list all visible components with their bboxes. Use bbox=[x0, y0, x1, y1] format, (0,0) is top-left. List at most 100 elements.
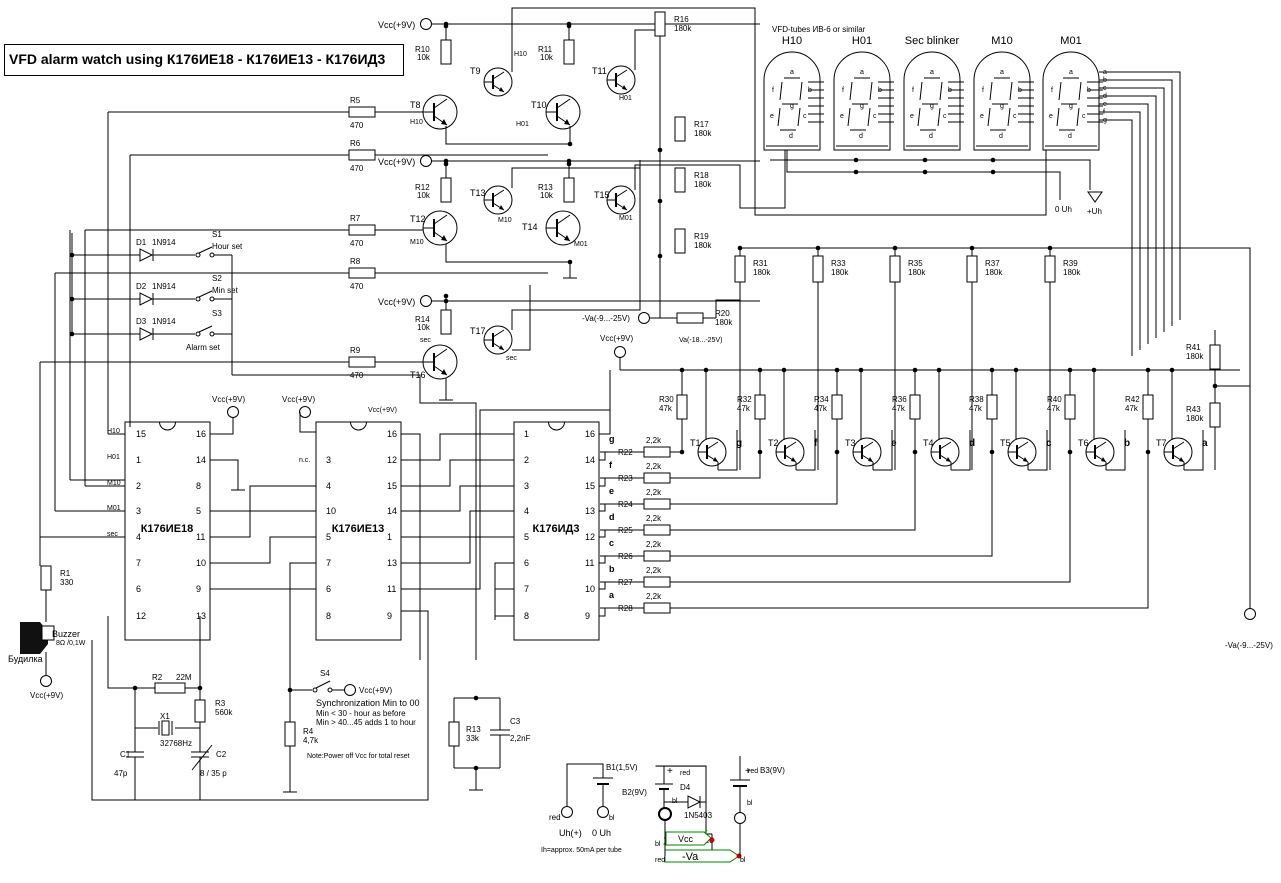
pin-number: 1 bbox=[136, 455, 141, 465]
osc-r2 bbox=[154, 682, 186, 694]
tube-m01-glass bbox=[1042, 51, 1100, 151]
junction-dot bbox=[781, 367, 787, 373]
diode-type: 1N914 bbox=[152, 317, 176, 326]
grid-link-m10 bbox=[511, 167, 640, 188]
ground-bus bbox=[91, 610, 429, 801]
series-resistor-value: 2,2k bbox=[646, 566, 662, 575]
wire bbox=[796, 430, 816, 471]
transistor-label: T15 bbox=[594, 190, 610, 200]
junction-dot bbox=[922, 169, 928, 175]
pin-number: 7 bbox=[136, 558, 141, 568]
seg-bias-value: 47k bbox=[1125, 404, 1139, 413]
series-resistor-value: 2,2k bbox=[646, 436, 662, 445]
seg-label: f bbox=[842, 87, 844, 94]
transistor-tag: sec bbox=[506, 355, 517, 362]
buzzer-r1-value: 330 bbox=[60, 578, 74, 587]
switch-s4 bbox=[315, 680, 331, 689]
base-resistor-r5 bbox=[348, 106, 376, 118]
pin-number: 14 bbox=[387, 506, 397, 516]
junction-dot bbox=[853, 169, 859, 175]
seg-driver-label: T3 bbox=[845, 438, 856, 448]
base-resistor-ref: R5 bbox=[350, 96, 361, 105]
transistor-t16-collector bbox=[433, 348, 448, 359]
uh-arrow bbox=[1087, 191, 1103, 203]
diode-type: 1N914 bbox=[152, 282, 176, 291]
junction-dot bbox=[443, 158, 449, 164]
seg-bias-ref: R38 bbox=[969, 395, 984, 404]
seg-driver-t5-arrow bbox=[1023, 457, 1028, 462]
switch-contact bbox=[195, 296, 201, 302]
b2-terminal bbox=[658, 807, 672, 821]
wire bbox=[401, 433, 514, 461]
ie18-signal-label: M10 bbox=[107, 480, 121, 487]
vcc-label: Vcc(+9V) bbox=[30, 691, 63, 700]
segment-bus-d bbox=[1099, 95, 1157, 338]
wire bbox=[1106, 430, 1126, 471]
osc-c1-ref: C1 bbox=[120, 750, 131, 759]
emitter-wire bbox=[445, 126, 571, 145]
wire bbox=[873, 430, 893, 471]
va-label: -Va(-9...-25V) bbox=[582, 314, 630, 323]
junction-dot bbox=[990, 157, 996, 163]
seg-label: c bbox=[873, 113, 877, 120]
seg-pullup-ref: R35 bbox=[908, 259, 923, 268]
wire bbox=[289, 588, 316, 691]
va-flag-text: -Va bbox=[682, 851, 699, 863]
seg-label: e bbox=[840, 113, 844, 120]
switch-s3 bbox=[198, 325, 213, 333]
seg-driver-t2-arrow bbox=[791, 457, 796, 462]
pin-number: 12 bbox=[136, 611, 146, 621]
seg-bias-value: 47k bbox=[892, 404, 906, 413]
junction-dot bbox=[197, 685, 203, 691]
grid-resistor-ref: R17 bbox=[694, 120, 709, 129]
pullup-value: 10k bbox=[417, 53, 431, 62]
sync-note: Note:Power off Vcc for total reset bbox=[307, 753, 410, 760]
pullup-r13 bbox=[563, 177, 575, 203]
seg-bias-ref: R30 bbox=[659, 395, 674, 404]
pullup-r12 bbox=[440, 177, 452, 203]
pin-number: 12 bbox=[387, 455, 397, 465]
base-resistor-value: 470 bbox=[350, 282, 364, 291]
sync-line1: Min < 30 - hour as before bbox=[316, 709, 406, 718]
seg-label: g bbox=[930, 103, 934, 110]
seg-pullup-value: 180k bbox=[908, 268, 926, 277]
series-resistor-r25 bbox=[643, 524, 671, 536]
series-resistor-value: 2,2k bbox=[646, 462, 662, 471]
grid-resistor-r19 bbox=[674, 228, 686, 254]
grid-resistor-ref: R16 bbox=[674, 15, 689, 24]
seg-bias-value: 47k bbox=[969, 404, 983, 413]
wire bbox=[299, 412, 316, 433]
pin-number: 3 bbox=[136, 506, 141, 516]
chip-id3-name: К176ИД3 bbox=[533, 523, 580, 535]
tube-h10-glass bbox=[763, 51, 821, 151]
page-title: VFD alarm watch using К176ИЕ18 - К176ИЕ1… bbox=[9, 51, 386, 67]
tube-header: VFD-tubes ИВ-6 or similar bbox=[772, 25, 866, 34]
switch-label: Min set bbox=[212, 286, 239, 295]
pullup-ref: R13 bbox=[538, 183, 553, 192]
seg-label: a bbox=[1069, 69, 1073, 76]
seg-label: c bbox=[943, 113, 947, 120]
switch-contact bbox=[209, 296, 215, 302]
seg-label: f bbox=[912, 87, 914, 94]
seg-bias-ref: R34 bbox=[814, 395, 829, 404]
junction-dot bbox=[443, 293, 449, 299]
seg-bias-ref: R36 bbox=[892, 395, 907, 404]
seg-output-letter: e bbox=[609, 486, 614, 496]
pin-number: 10 bbox=[585, 584, 595, 594]
pin-number: 11 bbox=[196, 532, 205, 542]
seg-output-letter: f bbox=[609, 460, 613, 470]
junction-dot bbox=[990, 169, 996, 175]
battery-plus: + bbox=[667, 766, 673, 777]
pin-number: 13 bbox=[387, 558, 397, 568]
vcc-terminal-seg bbox=[614, 346, 626, 358]
transistor-label: T14 bbox=[522, 222, 538, 232]
base-resistor-r9 bbox=[348, 356, 376, 368]
transistor-label: T12 bbox=[410, 214, 426, 224]
base-resistor-ref: R9 bbox=[350, 346, 361, 355]
seg-label: g bbox=[860, 103, 864, 110]
seg-label: e bbox=[980, 113, 984, 120]
wire bbox=[494, 562, 514, 620]
osc-c1-value: 47p bbox=[114, 769, 128, 778]
ie18-signal-label: M01 bbox=[107, 505, 121, 512]
pin-number: 5 bbox=[196, 506, 201, 516]
